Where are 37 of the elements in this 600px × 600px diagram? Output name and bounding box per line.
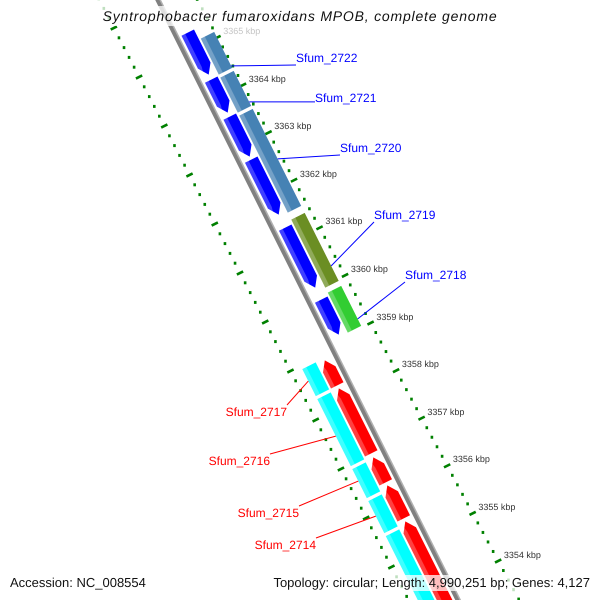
scale-label: 3363 kbp (274, 121, 312, 132)
scale-label: 3362 kbp (300, 168, 337, 180)
gene-label: Sfum_2716 (208, 454, 270, 468)
scale-label: 3361 kbp (325, 216, 362, 228)
gene-label: Sfum_2719 (374, 208, 436, 222)
leader-line (230, 64, 296, 66)
gene-bar (368, 494, 398, 534)
leader-line (270, 436, 336, 454)
gene-label: Sfum_2720 (340, 141, 402, 155)
gene-label: Sfum_2721 (315, 91, 376, 105)
leader-line (330, 222, 374, 266)
gene-bar (328, 286, 362, 333)
scale-label: 3357 kbp (427, 406, 464, 418)
gene-bar (317, 392, 364, 466)
leader-line (286, 380, 309, 406)
leader-line (298, 480, 359, 506)
gene-label: Sfum_2718 (405, 268, 466, 282)
scale-label: 3364 kbp (248, 74, 286, 85)
scale-label: 3356 kbp (452, 454, 490, 466)
leader-line (248, 101, 316, 102)
scale-label: 3358 kbp (402, 359, 439, 370)
leader-line (316, 516, 376, 538)
gene-label: Sfum_2717 (226, 405, 287, 419)
gene-label: Sfum_2714 (254, 538, 316, 552)
scale-label: 3365 kbp (223, 26, 260, 37)
scale-label: 3354 kbp (504, 550, 541, 561)
gene-label: Sfum_2715 (238, 506, 299, 520)
info-text: Topology: circular; Length: 4,990,251 bp; Genes: 4,127 (271, 575, 592, 591)
leader-line (357, 282, 406, 320)
scale-label: 3359 kbp (376, 312, 414, 323)
gene-label: Sfum_2722 (296, 51, 358, 65)
scale-label: 3360 kbp (350, 264, 388, 275)
gene-bar (302, 362, 330, 396)
leader-line (277, 154, 340, 160)
scale-label: 3355 kbp (478, 502, 516, 513)
info-text: Accession: NC_008554 (8, 575, 148, 591)
gene-bar (352, 462, 380, 498)
